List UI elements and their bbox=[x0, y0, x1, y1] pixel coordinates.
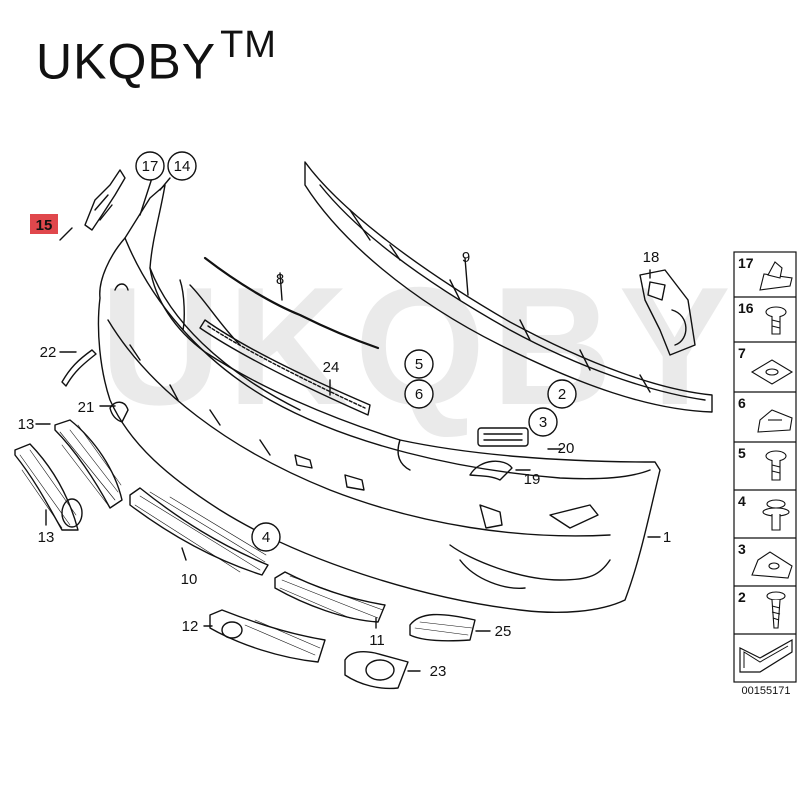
tow-eye-cover-part bbox=[109, 401, 129, 423]
screw-icon bbox=[765, 450, 787, 481]
callout-20: 20 bbox=[558, 440, 575, 457]
callout-24: 24 bbox=[323, 359, 340, 376]
side-grille-part-14 bbox=[14, 443, 83, 531]
svg-text:13: 13 bbox=[38, 529, 55, 546]
lower-grille-part-25 bbox=[409, 613, 476, 642]
callout-2: 2 bbox=[547, 379, 577, 409]
bracket-part-15 bbox=[84, 169, 126, 231]
clip-nut-icon bbox=[751, 551, 793, 579]
center-grille-part bbox=[129, 487, 269, 576]
svg-text:6: 6 bbox=[415, 386, 423, 403]
lower-grille-part-11 bbox=[274, 571, 386, 623]
brand-tm: TM bbox=[220, 24, 277, 66]
fastener-row-16: 16 bbox=[738, 300, 787, 335]
callout-15: 15 bbox=[30, 214, 58, 234]
square-nut-icon bbox=[750, 359, 794, 385]
svg-text:21: 21 bbox=[78, 399, 95, 416]
svg-text:24: 24 bbox=[323, 359, 340, 376]
fastener-row-4: 4 bbox=[738, 493, 790, 531]
callout-5: 5 bbox=[404, 349, 434, 379]
callout-14: 13 bbox=[38, 529, 55, 546]
callout-3: 3 bbox=[528, 407, 558, 437]
clip-nut-icon bbox=[759, 261, 793, 291]
svg-text:23: 23 bbox=[430, 663, 447, 680]
svg-text:10: 10 bbox=[181, 571, 198, 588]
bracket-part-20 bbox=[477, 427, 529, 447]
diagram-code: 00155171 bbox=[742, 685, 791, 697]
svg-text:4: 4 bbox=[738, 493, 746, 509]
bracket-part-22 bbox=[61, 349, 97, 387]
trim-strip-part bbox=[203, 256, 380, 350]
callout-17: 17 bbox=[135, 151, 165, 181]
svg-text:12: 12 bbox=[182, 618, 199, 635]
fog-cover-part bbox=[344, 651, 409, 690]
fastener-row-3: 3 bbox=[738, 541, 793, 579]
callout-12: 12 bbox=[182, 618, 199, 635]
callout-6: 6 bbox=[404, 379, 434, 409]
svg-text:1: 1 bbox=[663, 529, 671, 546]
washer-screw-icon bbox=[762, 499, 790, 531]
grille-strip-part bbox=[199, 319, 371, 416]
callout-21: 21 bbox=[78, 399, 95, 416]
svg-text:7: 7 bbox=[738, 345, 746, 361]
bracket-part-18 bbox=[639, 269, 696, 356]
callout-13: 13 bbox=[18, 416, 35, 433]
callout-9: 9 bbox=[462, 249, 470, 266]
callout-23: 23 bbox=[430, 663, 447, 680]
fog-grille-part-12 bbox=[209, 609, 326, 663]
fastener-row-17: 17 bbox=[738, 255, 793, 291]
svg-text:8: 8 bbox=[276, 271, 284, 288]
svg-text:13: 13 bbox=[18, 416, 35, 433]
svg-text:2: 2 bbox=[738, 589, 746, 605]
callout-25: 25 bbox=[495, 623, 512, 640]
fastener-row-6: 6 bbox=[738, 395, 793, 433]
callout-19: 19 bbox=[524, 471, 541, 488]
callout-22: 22 bbox=[40, 344, 57, 361]
washer-cover-part bbox=[469, 460, 513, 481]
fastener-row-2: 2 bbox=[738, 589, 786, 629]
arrow-icon bbox=[739, 638, 793, 673]
svg-text:2: 2 bbox=[558, 386, 566, 403]
callout-8: 8 bbox=[276, 271, 284, 288]
leader-lines bbox=[35, 177, 661, 672]
fastener-row-7: 7 bbox=[738, 345, 794, 385]
reinforcement-bar-part bbox=[304, 161, 713, 413]
svg-text:15: 15 bbox=[36, 217, 53, 234]
svg-text:18: 18 bbox=[643, 249, 660, 266]
svg-text:6: 6 bbox=[738, 395, 746, 411]
tapping-screw-icon bbox=[766, 591, 786, 629]
svg-text:4: 4 bbox=[262, 529, 270, 546]
callout-4: 4 bbox=[251, 522, 281, 552]
side-grille-part-13 bbox=[54, 419, 123, 509]
svg-text:11: 11 bbox=[369, 632, 385, 649]
svg-text:16: 16 bbox=[738, 300, 754, 316]
screw-icon bbox=[765, 306, 787, 335]
brand-name: UKQBY bbox=[36, 33, 217, 90]
svg-text:20: 20 bbox=[558, 440, 575, 457]
callout-16: 14 bbox=[167, 151, 197, 181]
svg-text:5: 5 bbox=[415, 356, 423, 373]
callout-1: 1 bbox=[663, 529, 671, 546]
svg-text:14: 14 bbox=[174, 158, 191, 175]
svg-text:5: 5 bbox=[738, 445, 746, 461]
spring-clip-icon bbox=[757, 409, 793, 433]
svg-text:22: 22 bbox=[40, 344, 57, 361]
fastener-row-5: 5 bbox=[738, 445, 787, 481]
callout-18: 18 bbox=[643, 249, 660, 266]
callout-11: 11 bbox=[369, 632, 385, 649]
svg-text:9: 9 bbox=[462, 249, 470, 266]
svg-text:3: 3 bbox=[539, 414, 547, 431]
callout-10: 10 bbox=[181, 571, 198, 588]
fastener-panel: 17 16 7 6 5 4 3 2 bbox=[733, 251, 797, 683]
svg-text:19: 19 bbox=[524, 471, 541, 488]
svg-text:3: 3 bbox=[738, 541, 746, 557]
bumper-cover-part bbox=[97, 184, 661, 613]
svg-text:17: 17 bbox=[738, 255, 754, 271]
callout-labels: 17 14 15 8 9 18 22 24 5 6 2 3 20 19 21 1… bbox=[18, 151, 671, 680]
svg-text:17: 17 bbox=[142, 158, 159, 175]
svg-text:25: 25 bbox=[495, 623, 512, 640]
